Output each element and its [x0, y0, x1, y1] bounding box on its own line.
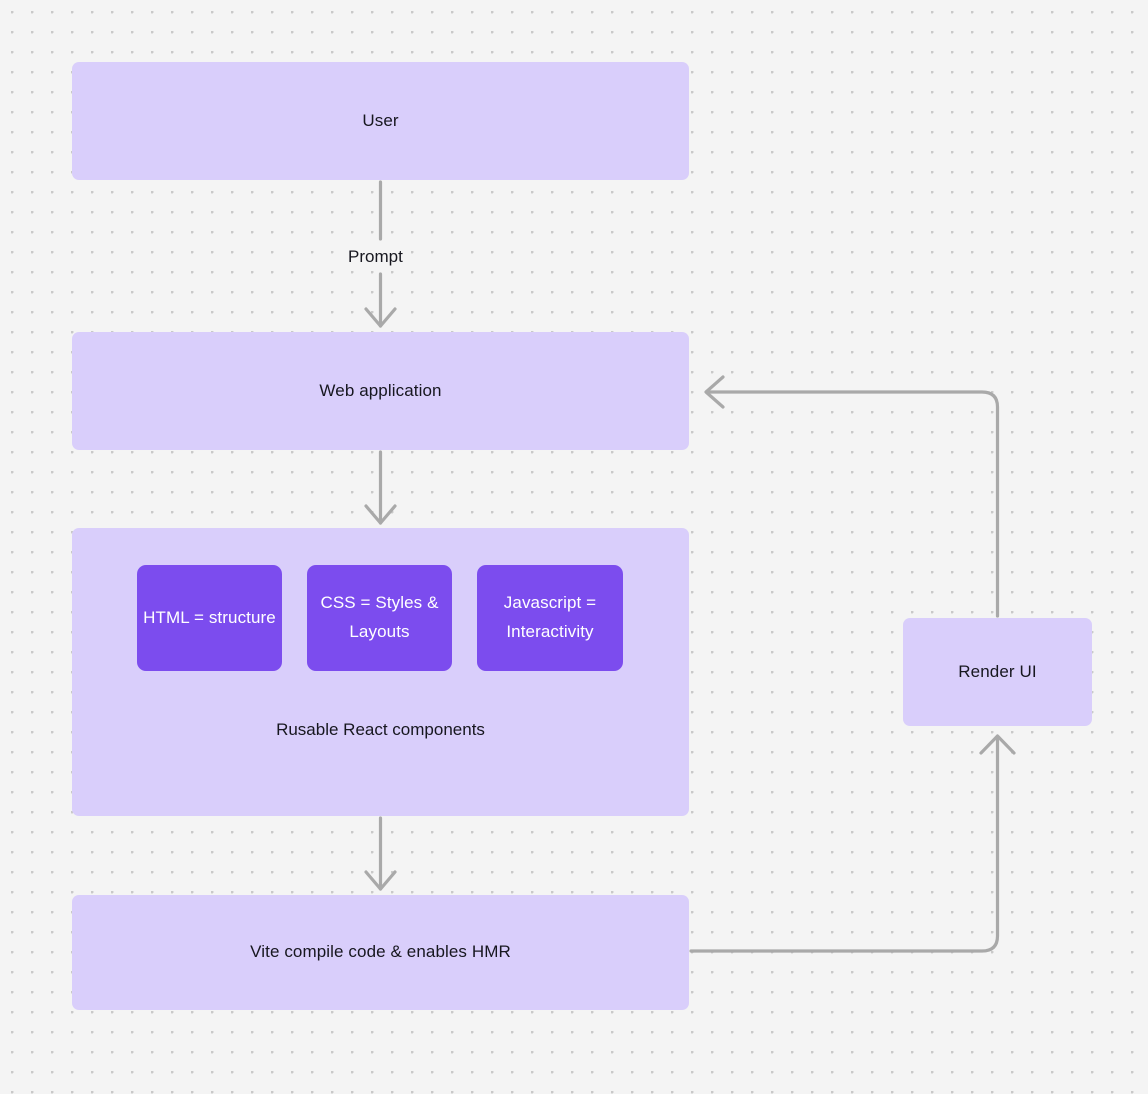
arrowhead-user-to-web: [364, 307, 397, 328]
node-css[interactable]: CSS = Styles & Layouts: [307, 565, 452, 671]
edge-label-prompt: Prompt: [342, 246, 409, 268]
edge-vite-to-render: [689, 735, 1000, 953]
arrowhead-vite-to-render: [979, 734, 1016, 755]
node-javascript-label: Javascript = Interactivity: [503, 593, 597, 641]
node-render-ui[interactable]: Render UI: [903, 618, 1092, 726]
node-web-application[interactable]: Web application: [72, 332, 689, 450]
node-web-application-label: Web application: [319, 380, 442, 400]
node-vite[interactable]: Vite compile code & enables HMR: [72, 895, 689, 1010]
arrowhead-web-to-components: [364, 504, 397, 525]
node-vite-label: Vite compile code & enables HMR: [250, 942, 511, 962]
node-html[interactable]: HTML = structure: [137, 565, 282, 671]
node-user[interactable]: User: [72, 62, 689, 180]
node-javascript[interactable]: Javascript = Interactivity: [477, 565, 623, 671]
node-html-label: HTML = structure: [143, 607, 276, 627]
node-css-label: CSS = Styles & Layouts: [320, 593, 439, 641]
node-components-group[interactable]: HTML = structure CSS = Styles & Layouts …: [72, 528, 689, 816]
arrowhead-render-to-web: [704, 375, 725, 409]
edge-render-to-web: [705, 390, 1000, 618]
node-user-label: User: [362, 110, 399, 130]
arrowhead-components-to-vite: [364, 870, 397, 891]
node-render-ui-label: Render UI: [958, 661, 1037, 681]
node-components-group-caption: Rusable React components: [276, 720, 485, 739]
